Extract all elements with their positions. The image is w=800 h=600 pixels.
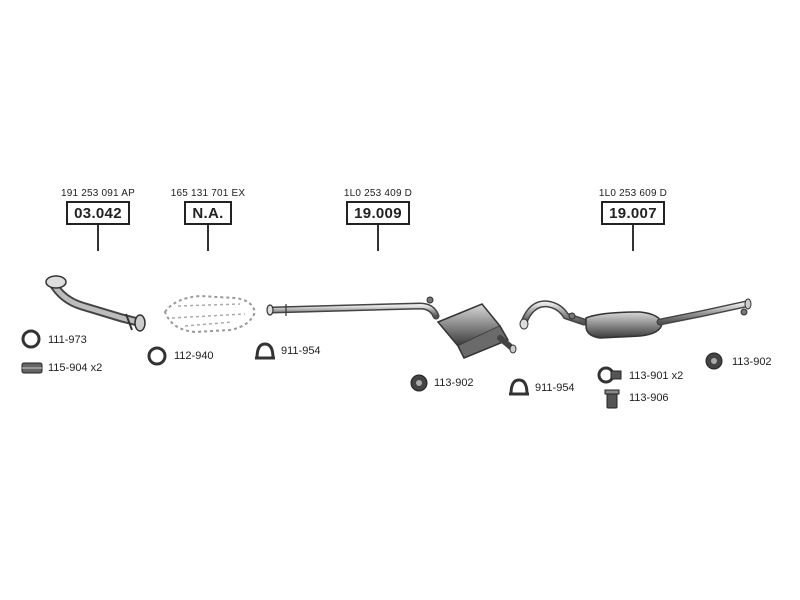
ring-112-940-icon (147, 346, 167, 366)
clamp-911-954-icon (255, 342, 275, 360)
hanger-113-906-icon (604, 389, 620, 409)
accessory-label[interactable]: 911-954 (281, 345, 321, 357)
clamp-911-954-b-icon (509, 378, 529, 396)
part-code-button[interactable]: 03.042 (66, 201, 130, 225)
leader-line (97, 225, 99, 251)
part-front-pipe[interactable]: 191 253 091 AP 03.042 (48, 188, 148, 251)
leader-line (632, 225, 634, 251)
middle-silencer-drawing (266, 296, 517, 359)
accessory-label[interactable]: 911-954 (535, 382, 575, 394)
clamp-113-901-icon (597, 366, 622, 384)
part-rear-silencer[interactable]: 1L0 253 609 D 19.007 (583, 188, 683, 251)
rear-silencer-drawing (519, 298, 752, 339)
oe-number: 191 253 091 AP (61, 188, 135, 199)
na-part-drawing (163, 294, 257, 334)
part-code-button[interactable]: N.A. (184, 201, 232, 225)
oe-number: 165 131 701 EX (170, 188, 246, 199)
part-na[interactable]: 165 131 701 EX N.A. (158, 188, 258, 251)
part-code-button[interactable]: 19.007 (601, 201, 665, 225)
accessory-label[interactable]: 112-940 (174, 350, 214, 362)
accessory-label[interactable]: 115-904 x2 (48, 362, 103, 374)
rubber-113-902-b-icon (705, 352, 723, 370)
clamp-115-904-icon (21, 362, 43, 374)
oe-number: 1L0 253 609 D (598, 188, 668, 199)
accessory-label[interactable]: 113-901 x2 (629, 370, 684, 382)
rubber-113-902-icon (410, 374, 428, 392)
oe-number: 1L0 253 409 D (343, 188, 413, 199)
front-pipe-drawing (45, 275, 146, 332)
accessory-label[interactable]: 113-906 (629, 392, 669, 404)
part-middle-silencer[interactable]: 1L0 253 409 D 19.009 (328, 188, 428, 251)
accessory-label[interactable]: 111-973 (48, 334, 87, 346)
accessory-label[interactable]: 113-902 (434, 377, 474, 389)
accessory-label[interactable]: 113-902 (732, 356, 772, 368)
part-code-button[interactable]: 19.009 (346, 201, 410, 225)
ring-111-973-icon (21, 329, 41, 349)
leader-line (377, 225, 379, 251)
leader-line (207, 225, 209, 251)
